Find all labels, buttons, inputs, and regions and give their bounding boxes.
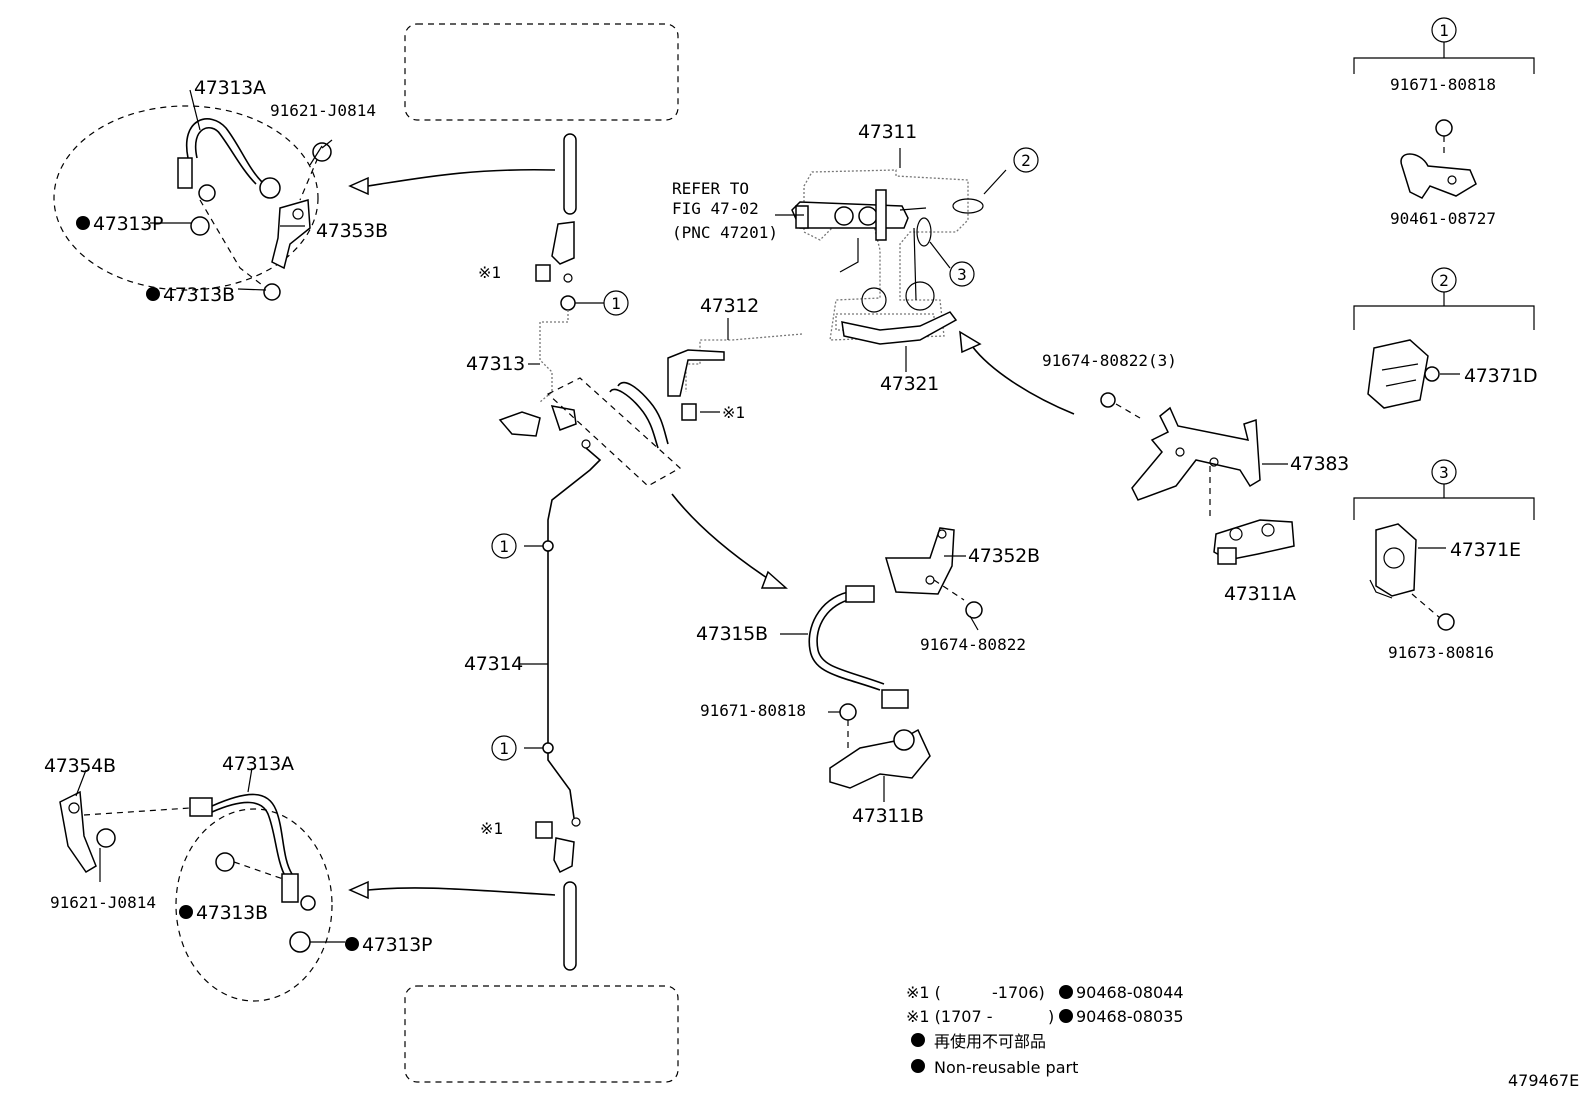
upper-left-detail: [53, 89, 333, 301]
refer-line-2: FIG 47-02: [672, 199, 759, 218]
figure-id: 479467E: [1508, 1071, 1579, 1090]
kit-3-number: 3: [1439, 463, 1449, 482]
arrow-upper-left: [367, 168, 556, 187]
arrow-lower-left: [367, 887, 556, 896]
non-reusable-dot: [146, 287, 160, 301]
label-47311: 47311: [858, 121, 917, 143]
legend-line-1-part: 90468-08044: [1076, 983, 1184, 1002]
kit-1-clamp-label: 90461-08727: [1390, 209, 1496, 228]
kit-1-number: 1: [1439, 21, 1449, 40]
callout-3: 3: [957, 265, 967, 284]
legend-line-2-part: 90468-08035: [1076, 1007, 1184, 1026]
label-47313: 47313: [466, 353, 525, 375]
label-47321: 47321: [880, 373, 939, 395]
ref-mark-mid: ※1: [722, 403, 745, 422]
legend-line-4: Non-reusable part: [934, 1058, 1078, 1077]
non-reusable-dot: [179, 905, 193, 919]
label-47315B: 47315B: [696, 623, 768, 645]
legend: ※1 ( -1706) 90468-08044 ※1 (1707 - ) 904…: [906, 983, 1184, 1077]
label-47313P-bot: 47313P: [362, 934, 432, 956]
central-pipe: [498, 133, 604, 971]
kit-1-bolt-label: 91671-80818: [1390, 75, 1496, 94]
kit-3: [1353, 459, 1535, 631]
label-47314: 47314: [464, 653, 523, 675]
top-panel: [404, 23, 679, 121]
legend-line-3: 再使用不可部品: [934, 1032, 1046, 1051]
label-47354B: 47354B: [44, 755, 116, 777]
arrow-to-47321: [971, 345, 1075, 415]
refer-line-3: (PNC 47201): [672, 223, 778, 242]
kit-1: [1353, 17, 1535, 199]
label-91674-80822-3: 91674-80822(3): [1042, 351, 1177, 370]
legend-line-1-range: -1706): [992, 983, 1045, 1002]
kit-2-part-label: 47371D: [1464, 365, 1537, 387]
bracket-47383-group: [1100, 392, 1295, 565]
label-47312: 47312: [700, 295, 759, 317]
label-91671-80818: 91671-80818: [700, 701, 806, 720]
hose-selection-box: [546, 377, 682, 487]
callout-1-bot: 1: [499, 739, 509, 758]
assembly-47311: [775, 148, 1007, 372]
lower-left-detail: [59, 767, 345, 1002]
label-47313P-top: 47313P: [93, 213, 163, 235]
label-47353B: 47353B: [316, 220, 388, 242]
bottom-panel: [404, 985, 679, 1083]
arrow-to-47315B: [671, 493, 771, 581]
non-reusable-dot: [345, 937, 359, 951]
legend-line-2-ref: ※1 (1707 -: [906, 1007, 993, 1026]
legend-line-1-ref: ※1 (: [906, 983, 941, 1002]
refer-line-1: REFER TO: [672, 179, 749, 198]
label-47313B-top: 47313B: [163, 284, 235, 306]
label-91621-J0814-bot: 91621-J0814: [50, 893, 156, 912]
label-47311B: 47311B: [852, 805, 924, 827]
label-47383: 47383: [1290, 453, 1349, 475]
callout-2: 2: [1021, 151, 1031, 170]
kit-2: [1353, 267, 1535, 409]
ref-mark-top: ※1: [478, 263, 501, 282]
non-reusable-dot: [76, 216, 90, 230]
label-47313A-bot: 47313A: [222, 753, 294, 775]
label-47352B: 47352B: [968, 545, 1040, 567]
kit-3-bolt-label: 91673-80816: [1388, 643, 1494, 662]
callout-1-top: 1: [611, 294, 621, 313]
label-47313B-bot: 47313B: [196, 902, 268, 924]
label-91621-J0814-top: 91621-J0814: [270, 101, 376, 120]
bracket-47354B-icon: [59, 790, 97, 874]
bracket-47353B-icon: [271, 199, 311, 270]
hose-47315B-group: [780, 527, 983, 802]
legend-line-2-range: ): [1048, 1007, 1054, 1026]
ref-mark-bot: ※1: [480, 819, 503, 838]
label-47311A: 47311A: [1224, 583, 1296, 605]
label-91674-80822: 91674-80822: [920, 635, 1026, 654]
label-47313A-top: 47313A: [194, 77, 266, 99]
callout-1-mid: 1: [499, 537, 509, 556]
bolt-icon: [312, 142, 332, 162]
kit-2-number: 2: [1439, 271, 1449, 290]
kit-3-part-label: 47371E: [1450, 539, 1521, 561]
